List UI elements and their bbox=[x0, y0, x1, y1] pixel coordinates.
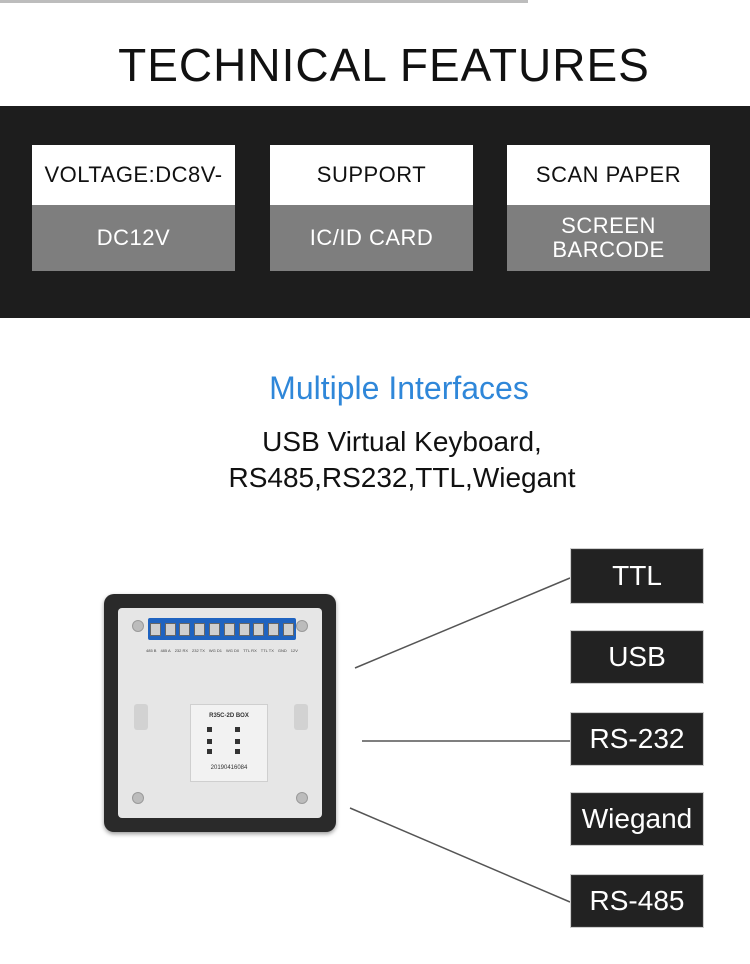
screw-icon bbox=[132, 620, 144, 632]
checkbox-icon bbox=[207, 749, 212, 754]
pin-label: WG D1 bbox=[208, 648, 222, 653]
description-line-1: USB Virtual Keyboard, bbox=[262, 426, 542, 457]
feature-card-bottom: SCREEN BARCODE bbox=[507, 205, 710, 271]
checkbox-icon bbox=[235, 749, 240, 754]
feature-card-bottom-line-2: BARCODE bbox=[552, 237, 665, 262]
feature-card-support: SUPPORT IC/ID CARD bbox=[270, 145, 473, 271]
pin-label: TTL RX bbox=[243, 648, 257, 653]
top-divider bbox=[0, 0, 528, 3]
terminal-block bbox=[148, 618, 296, 640]
terminal-pin bbox=[149, 622, 161, 636]
terminal-pin bbox=[223, 622, 235, 636]
pin-label: 485 B bbox=[146, 648, 157, 653]
device-model: R35C-2D BOX bbox=[209, 713, 249, 719]
feature-card-bottom: DC12V bbox=[32, 205, 235, 271]
interface-label-ttl: TTL bbox=[570, 548, 704, 604]
description-line-2: RS485,RS232,TTL,Wiegant bbox=[228, 462, 576, 493]
pin-label: 232 RX bbox=[174, 648, 189, 653]
feature-card-bottom: IC/ID CARD bbox=[270, 205, 473, 271]
reader-device: 485 B 485 A 232 RX 232 TX WG D1 WG D0 TT… bbox=[104, 594, 336, 832]
connector-line-ttl bbox=[354, 577, 571, 669]
screw-icon bbox=[132, 792, 144, 804]
interface-label-usb: USB bbox=[570, 630, 704, 684]
terminal-pin bbox=[164, 622, 176, 636]
mount-slot bbox=[294, 704, 308, 730]
checkbox-icon bbox=[235, 727, 240, 732]
terminal-pin bbox=[283, 622, 295, 636]
terminal-pin bbox=[253, 622, 265, 636]
feature-card-top: SUPPORT bbox=[270, 145, 473, 205]
pin-label: 12V bbox=[290, 648, 298, 653]
feature-card-bottom-text: IC/ID CARD bbox=[309, 225, 434, 250]
feature-card-top: SCAN PAPER bbox=[507, 145, 710, 205]
screw-icon bbox=[296, 620, 308, 632]
pin-label: 485 A bbox=[160, 648, 171, 653]
mount-slot bbox=[134, 704, 148, 730]
terminal-pin bbox=[268, 622, 280, 636]
pin-label: GND bbox=[277, 648, 287, 653]
feature-card-bottom-line-1: SCREEN bbox=[561, 213, 656, 238]
interface-label-rs232: RS-232 bbox=[570, 712, 704, 766]
feature-card-voltage: VOLTAGE:DC8V- DC12V bbox=[32, 145, 235, 271]
pin-label: TTL TX bbox=[260, 648, 274, 653]
checkbox-icon bbox=[235, 739, 240, 744]
interfaces-title: Multiple Interfaces bbox=[269, 370, 529, 406]
device-serial: 20190416084 bbox=[210, 765, 248, 771]
pin-label: 232 TX bbox=[192, 648, 205, 653]
interface-label-rs485: RS-485 bbox=[570, 874, 704, 928]
interface-label-wiegand: Wiegand bbox=[570, 792, 704, 846]
feature-card-bottom-text: DC12V bbox=[96, 225, 171, 250]
pin-label: WG D0 bbox=[225, 648, 240, 653]
pin-labels: 485 B 485 A 232 RX 232 TX WG D1 WG D0 TT… bbox=[146, 648, 298, 660]
connector-line-rs485 bbox=[349, 807, 571, 903]
terminal-pin bbox=[179, 622, 191, 636]
checkbox-icon bbox=[207, 727, 212, 732]
terminal-pin bbox=[194, 622, 206, 636]
page-title: TECHNICAL FEATURES bbox=[118, 39, 650, 91]
terminal-pin bbox=[209, 622, 221, 636]
checkbox-icon bbox=[207, 739, 212, 744]
screw-icon bbox=[296, 792, 308, 804]
feature-card-scan: SCAN PAPER SCREEN BARCODE bbox=[507, 145, 710, 271]
device-label: R35C-2D BOX 20190416084 bbox=[190, 704, 268, 782]
feature-card-top: VOLTAGE:DC8V- bbox=[32, 145, 235, 205]
interfaces-description: USB Virtual Keyboard, RS485,RS232,TTL,Wi… bbox=[0, 424, 750, 496]
device-back-plate: 485 B 485 A 232 RX 232 TX WG D1 WG D0 TT… bbox=[118, 608, 322, 818]
terminal-pin bbox=[238, 622, 250, 636]
